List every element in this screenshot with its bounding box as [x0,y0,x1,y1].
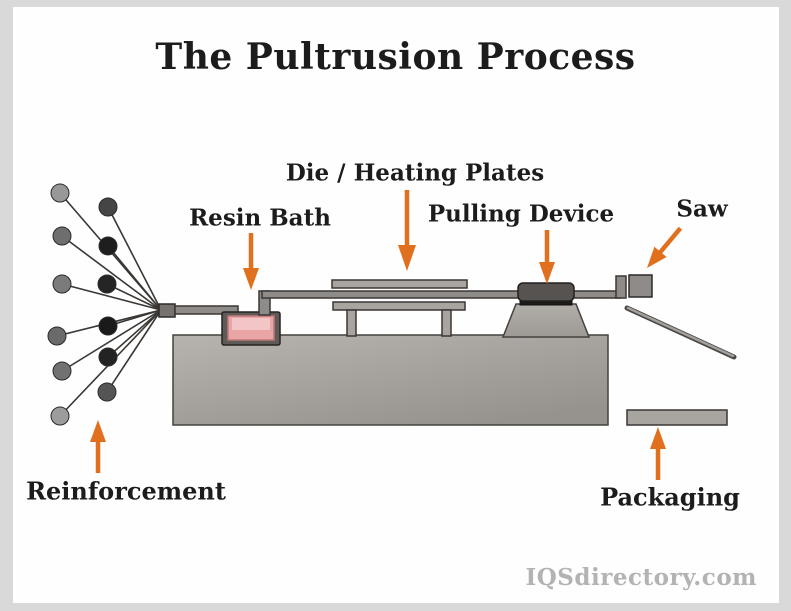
packaging-bar [626,409,728,426]
spool [47,326,67,346]
die-arrow [398,190,416,271]
resin-bath-label: Resin Bath [189,204,331,232]
fiber-line [106,283,162,311]
fiber-line [61,309,162,372]
saw-mount [615,275,627,299]
spool [98,316,118,336]
spool [98,347,118,367]
spool [50,406,70,426]
machine-base [172,334,609,426]
spool [52,361,72,381]
fiber-line [61,235,162,311]
fiber-line [106,309,162,393]
packaging-label: Packaging [600,482,740,512]
die-support-left [346,309,357,337]
reinforcement-spools [47,183,118,426]
pulling-device-arrow [539,230,555,284]
reinforcement-label: Reinforcement [26,476,226,506]
watermark: IQSdirectory.com [525,564,757,591]
pulling-device-label: Pulling Device [427,200,615,228]
die-heating-plates-label: Die / Heating Plates [285,159,545,187]
fiber-line [107,206,162,311]
puller-roller [517,282,575,302]
die-top-plate [331,279,468,289]
fiber-guide-block [158,303,176,318]
page-title: The Pultrusion Process [155,36,636,78]
die-support-right [441,309,452,337]
fiber-strands [56,192,162,417]
packaging-arrow [650,427,666,480]
cut-profile-stick [624,305,737,360]
spool [97,274,117,294]
fiber-line [61,283,162,311]
saw-block [628,274,653,298]
fiber-line [107,309,162,358]
spool [97,382,117,402]
spool [52,274,72,294]
spool [52,226,72,246]
puller-pedestal [501,303,591,338]
die-bottom-plate [332,301,466,311]
resin-bath-arrow [243,233,259,290]
fiber-line [107,245,162,311]
saw-arrow [647,226,683,268]
spool [98,236,118,256]
reinforcement-arrow [90,420,106,473]
saw-label: Saw [676,195,728,223]
resin-bath-surface [232,318,270,330]
spool [50,183,70,203]
spool [98,197,118,217]
